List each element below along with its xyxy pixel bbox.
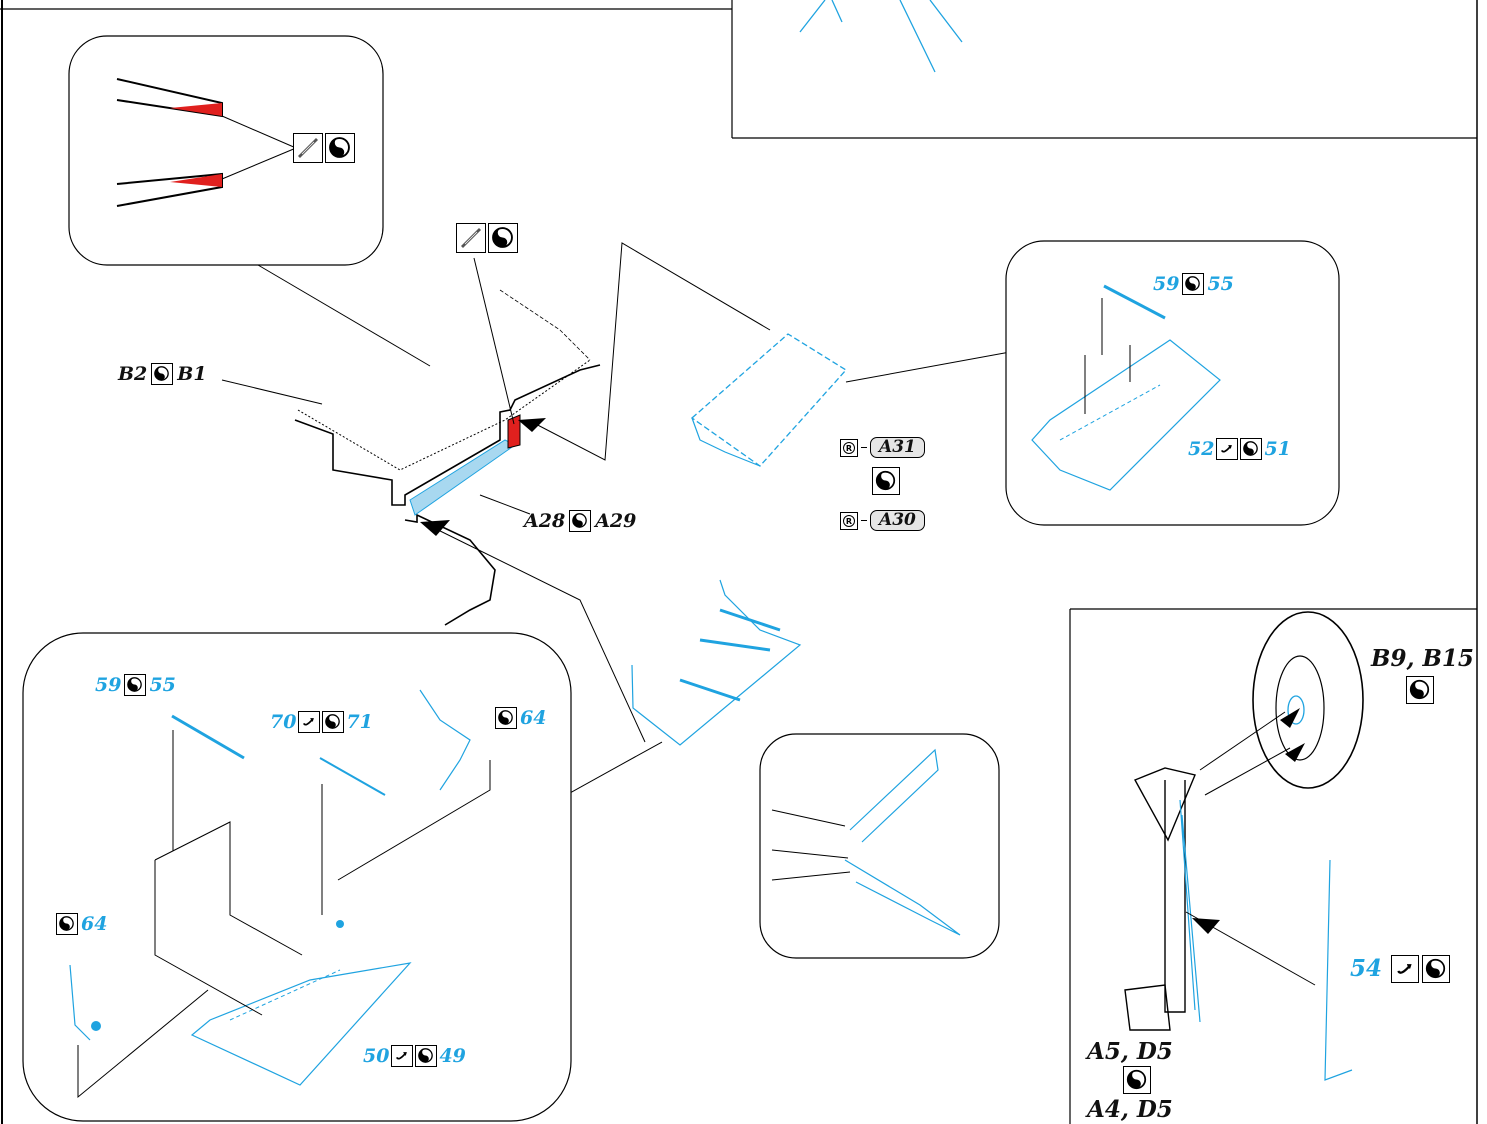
strut-part-label-bottom: A4, D5: [1087, 1096, 1173, 1123]
yin-yang-icon: [1422, 955, 1451, 983]
landing-gear-panel: [1069, 608, 1477, 1124]
strut-part-label-top: A5, D5: [1087, 1038, 1173, 1065]
yin-yang-icon: [151, 363, 174, 385]
label-50-49: 50 49: [363, 1045, 466, 1067]
bend-icon: [391, 1045, 414, 1067]
yin-yang-icon: [322, 711, 345, 733]
inset-hinge: [759, 733, 1000, 959]
bend-icon: [1391, 955, 1420, 983]
part-49-label: 49: [439, 1045, 466, 1067]
bend-icon: [298, 711, 321, 733]
label-70-71: 70 71: [270, 711, 373, 733]
yin-yang-icon: [1182, 273, 1205, 295]
yin-yang-icon: [1240, 438, 1263, 460]
a30-row: R A30: [840, 510, 925, 531]
label-52-51: 52 51: [1188, 438, 1291, 460]
part-a28-label: A28: [524, 510, 566, 532]
part-b1-label: B1: [177, 363, 207, 385]
wheel-sym: [1406, 676, 1434, 704]
inset-flap-left: [22, 632, 572, 1122]
registered-icon: R: [840, 511, 858, 530]
top-right-panel: [731, 0, 1477, 139]
part-52-label: 52: [1188, 438, 1215, 460]
label-b2-b1: B2 B1: [118, 363, 207, 385]
yin-yang-icon: [124, 674, 147, 696]
yin-yang-icon: [488, 223, 518, 253]
svg-text:R: R: [846, 517, 852, 526]
part-a29-label: A29: [595, 510, 637, 532]
label-59-55-left: 59 55: [95, 674, 176, 696]
label-64-bottom: 64: [56, 913, 107, 935]
yin-yang-icon: [495, 707, 517, 729]
wheel-part-label: B9, B15: [1371, 645, 1474, 672]
part-b2-label: B2: [118, 363, 148, 385]
part-51-label: 51: [1264, 438, 1291, 460]
yin-yang-icon: [1123, 1066, 1151, 1094]
part-50-label: 50: [363, 1045, 390, 1067]
strut-sym: [1123, 1066, 1151, 1094]
part-71-label: 71: [346, 711, 373, 733]
flap-plate: [690, 333, 1011, 467]
a31-a30-sym: [872, 467, 900, 495]
sanding-pad-icon: [293, 133, 323, 163]
yin-yang-icon: [415, 1045, 438, 1067]
yin-yang-icon: [56, 913, 78, 935]
part-59-label: 59: [1153, 273, 1180, 295]
yin-yang-icon: [1406, 676, 1434, 704]
part-64-label: 64: [520, 707, 547, 729]
fuselage-glue-icons: [456, 223, 518, 253]
part-a31-label: A31: [870, 437, 925, 458]
yin-yang-icon: [569, 510, 592, 532]
label-64-top: 64: [495, 707, 546, 729]
part-59-label: 59: [95, 674, 122, 696]
part-55-label: 55: [149, 674, 176, 696]
hinge-part-mid: [567, 579, 802, 795]
yin-yang-icon: [325, 133, 355, 163]
svg-text:R: R: [846, 444, 852, 453]
part-64-label: 64: [81, 913, 108, 935]
yin-yang-icon: [872, 467, 900, 495]
part-a30-label: A30: [870, 510, 925, 531]
part-55-label: 55: [1207, 273, 1234, 295]
part-54-label: 54: [1350, 955, 1383, 982]
label-a28-a29: A28 A29: [524, 510, 636, 532]
part-70-label: 70: [270, 711, 297, 733]
sanding-pad-icon: [456, 223, 486, 253]
fuselage-section: [221, 242, 771, 743]
registered-icon: R: [840, 438, 858, 457]
a31-row: R A31: [840, 437, 925, 458]
label-59-55-right: 59 55: [1153, 273, 1234, 295]
inset-glue-detail: [68, 35, 431, 367]
label-54: 54: [1350, 955, 1451, 983]
inset-glue-icons: [293, 133, 355, 163]
bend-icon: [1216, 438, 1239, 460]
